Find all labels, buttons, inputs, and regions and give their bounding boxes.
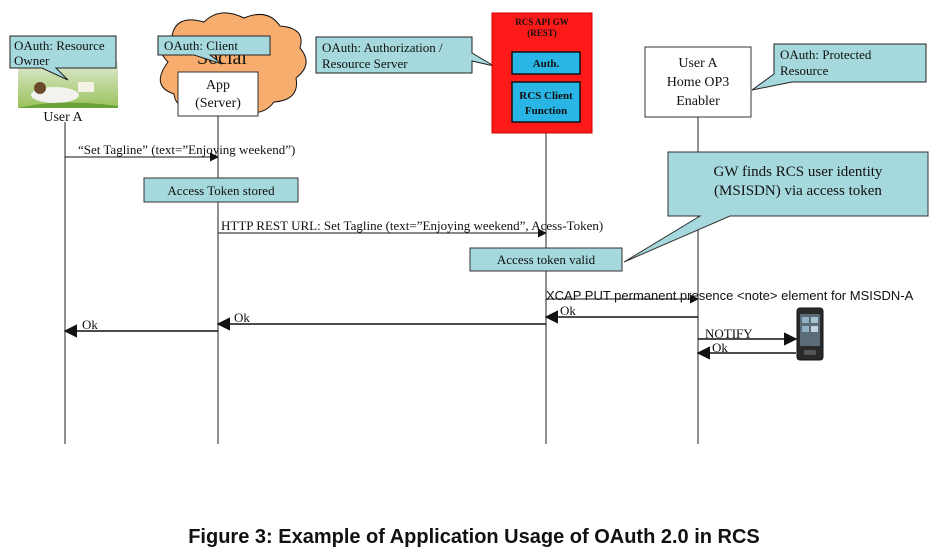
auth-box	[511, 51, 581, 75]
message-ok-phone: Ok	[712, 340, 728, 355]
svg-text:App: App	[206, 78, 230, 93]
message-ok-op3: Ok	[560, 303, 576, 318]
svg-text:Auth.: Auth.	[533, 58, 560, 70]
figure-caption: Figure 3: Example of Application Usage o…	[188, 526, 760, 548]
protected-resource-callout: OAuth: Protected Resource	[751, 43, 927, 91]
svg-text:Access token valid: Access token valid	[497, 252, 596, 267]
svg-text:Enabler: Enabler	[676, 94, 720, 109]
message-http-rest: HTTP REST URL: Set Tagline (text=”Enjoyi…	[221, 218, 603, 233]
op3-enabler-box: User A Home OP3 Enabler	[644, 46, 752, 118]
client-callout: OAuth: Client	[157, 35, 271, 65]
mobile-phone-icon	[796, 307, 824, 361]
svg-text:RCS Client: RCS Client	[519, 90, 573, 102]
svg-text:RCS API GW: RCS API GW	[515, 17, 569, 27]
rcs-api-gateway: RCS API GW (REST) Auth. RCS Client Funct…	[491, 12, 593, 134]
svg-text:(MSISDN) via access token: (MSISDN) via access token	[714, 183, 882, 199]
svg-text:(REST): (REST)	[527, 28, 557, 38]
svg-text:OAuth: Client: OAuth: Client	[164, 38, 238, 53]
app-server-box: App (Server)	[177, 71, 259, 117]
svg-text:User A: User A	[678, 56, 718, 71]
svg-text:GW finds RCS user identity: GW finds RCS user identity	[714, 164, 883, 180]
message-notify: NOTIFY	[705, 326, 753, 341]
svg-text:Owner: Owner	[14, 53, 50, 68]
rcs-client-function-box	[511, 81, 581, 123]
note-access-token-stored: Access Token stored	[143, 177, 299, 203]
message-set-tagline: “Set Tagline” (text=”Enjoying weekend”)	[78, 142, 295, 157]
svg-text:Resource: Resource	[780, 63, 829, 78]
message-xcap-put: XCAP PUT permanent presence <note> eleme…	[546, 288, 914, 303]
gw-finds-identity-callout: GW finds RCS user identity (MSISDN) via …	[623, 151, 929, 263]
svg-text:(Server): (Server)	[195, 96, 241, 111]
note-access-token-valid: Access token valid	[469, 247, 623, 272]
svg-text:Function: Function	[525, 105, 567, 117]
auth-server-callout: OAuth: Authorization / Resource Server	[315, 36, 495, 74]
svg-text:OAuth: Protected: OAuth: Protected	[780, 47, 872, 62]
svg-text:OAuth: Authorization /: OAuth: Authorization /	[322, 40, 443, 55]
svg-text:Home OP3: Home OP3	[667, 75, 730, 90]
svg-text:Access Token stored: Access Token stored	[167, 183, 275, 198]
svg-text:Resource Server: Resource Server	[322, 56, 408, 71]
svg-text:OAuth: Resource: OAuth: Resource	[14, 38, 105, 53]
user-label: User A	[43, 110, 83, 125]
message-ok-app: Ok	[82, 317, 98, 332]
message-ok-gw: Ok	[234, 310, 250, 325]
resource-owner-callout: OAuth: Resource Owner	[9, 35, 117, 81]
user-photo-icon	[18, 62, 118, 108]
